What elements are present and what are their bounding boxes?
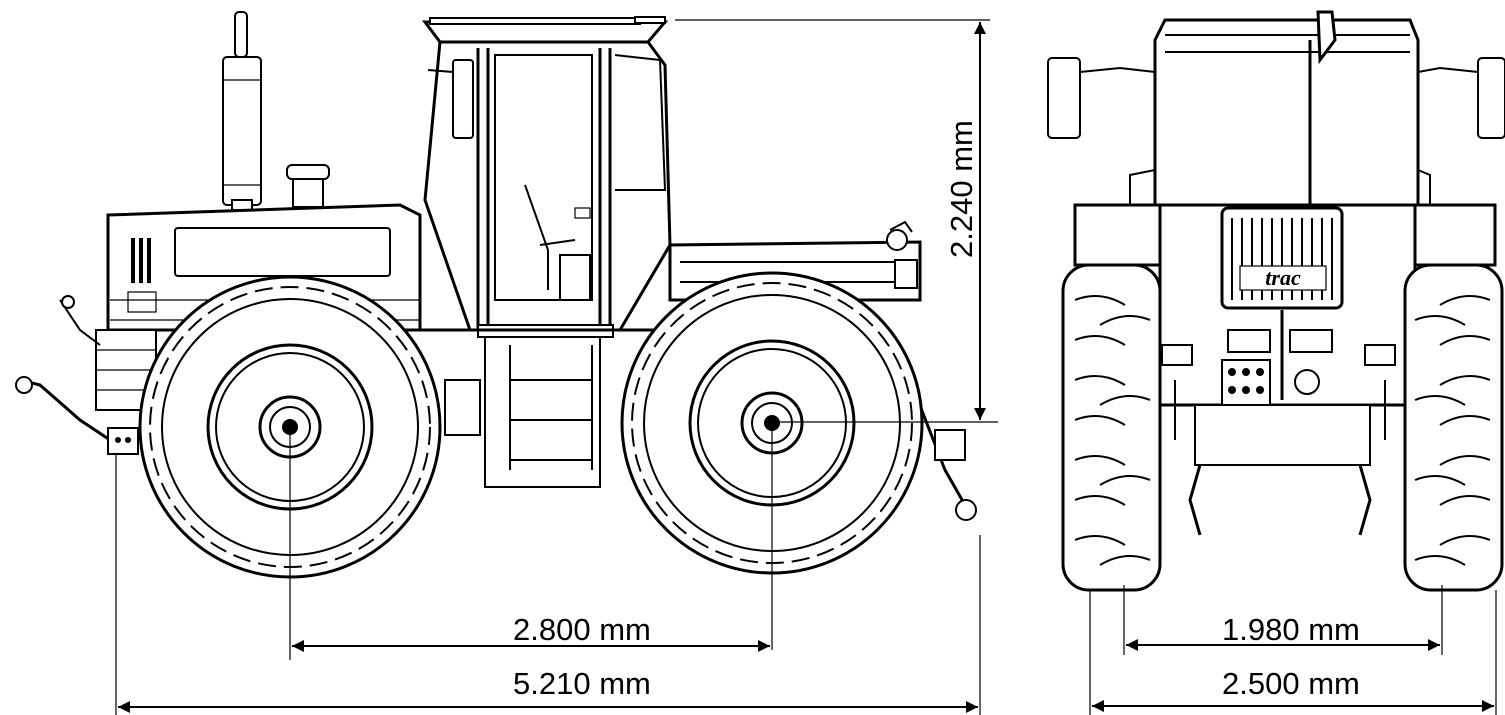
grille-logo: trac: [1265, 265, 1301, 290]
front-view: trac: [1047, 10, 1505, 715]
exhaust-stack: [222, 11, 262, 211]
length-dimension: 5.210 mm: [115, 455, 981, 715]
track-width-label: 1.980 mm: [1222, 612, 1360, 647]
fuel-tank: [444, 379, 481, 436]
front-cab: [1047, 10, 1505, 207]
overall-width-label: 2.500 mm: [1222, 666, 1360, 701]
track-width-dimension: 1.980 mm: [1123, 585, 1443, 655]
length-label: 5.210 mm: [513, 666, 651, 701]
front-body: trac: [1073, 203, 1497, 536]
front-left-tire: [1061, 263, 1162, 592]
side-view: 2.240 mm 2.800 mm 5.210 mm: [15, 11, 998, 715]
height-dimension: 2.240 mm: [675, 19, 998, 423]
front-linkage: [15, 295, 139, 455]
wheelbase-label: 2.800 mm: [513, 612, 651, 647]
air-intake: [286, 164, 330, 208]
height-label: 2.240 mm: [944, 120, 979, 258]
wheelbase-dimension: 2.800 mm: [289, 423, 773, 660]
front-right-tire: [1403, 263, 1504, 592]
overall-width-dimension: 2.500 mm: [1089, 590, 1497, 715]
